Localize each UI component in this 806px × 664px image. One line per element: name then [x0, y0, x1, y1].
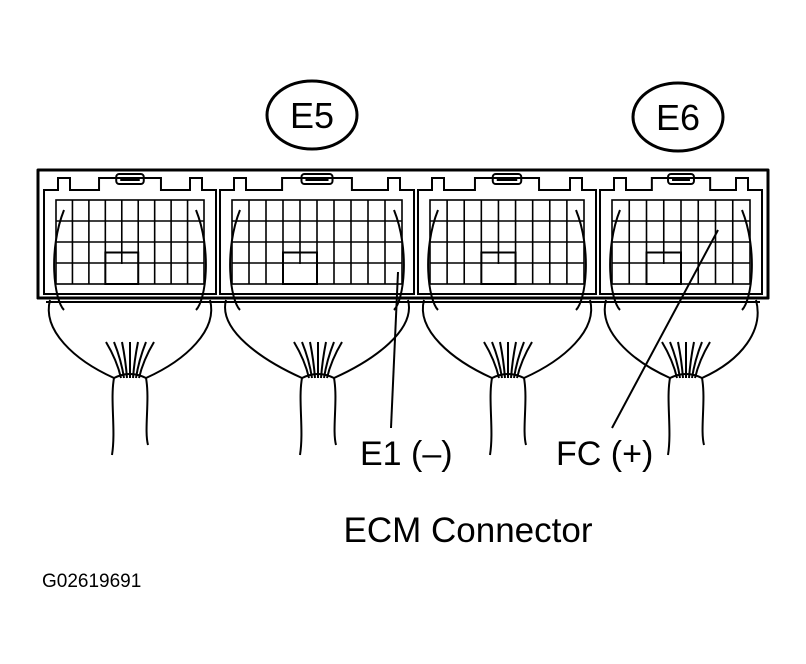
figure-code: G02619691 — [42, 571, 141, 592]
harness-side — [603, 299, 671, 379]
harness-edge — [609, 209, 621, 311]
harness-side — [47, 299, 115, 379]
wire-strand — [483, 341, 500, 379]
terminal-label-e1: E1 (–) — [360, 435, 453, 473]
harness-collar — [669, 373, 703, 379]
wire-strand — [138, 341, 155, 379]
pin-key-gap — [646, 264, 681, 283]
harness-edge — [229, 209, 241, 311]
connector-latch — [300, 173, 334, 185]
connector-label-e6: E6 — [631, 81, 725, 153]
connector-label-e6-text: E6 — [656, 97, 700, 138]
connector-housing — [36, 168, 770, 303]
harness-collar — [301, 373, 335, 379]
wire-strand — [105, 341, 122, 379]
connector-latch — [115, 173, 145, 185]
connector-block-body — [417, 177, 597, 295]
pin-key — [645, 251, 682, 285]
pin-key — [104, 251, 140, 285]
leader-lines — [390, 229, 719, 429]
harness-edge — [575, 209, 587, 311]
harness-tube — [333, 377, 337, 446]
harness-collar — [113, 373, 147, 379]
connector-latch — [491, 173, 523, 185]
harness-tube — [523, 377, 527, 446]
terminal-label-fc: FC (+) — [556, 435, 653, 473]
harness-side — [224, 299, 303, 379]
connector-block-4 — [599, 173, 763, 295]
diagram-title: ECM Connector — [344, 511, 593, 550]
harness-side — [701, 299, 759, 379]
connector-block-body — [219, 177, 415, 295]
wire-strand — [661, 341, 678, 379]
harness-tube — [701, 377, 705, 446]
pin-key-gap — [105, 264, 139, 283]
pin-key — [480, 251, 517, 285]
leader-line-e1 — [390, 271, 399, 429]
wire-harness-4 — [603, 209, 759, 456]
harness-edge — [195, 209, 207, 311]
wire-harness-1 — [47, 209, 213, 456]
harness-tube — [299, 377, 303, 456]
connector-block-body — [599, 177, 763, 295]
connector-block-3 — [417, 173, 597, 295]
wire-strand — [293, 341, 310, 379]
harness-side — [145, 299, 213, 379]
connector-block-body — [43, 177, 217, 295]
connector-block-2 — [219, 173, 415, 295]
wire-strand — [694, 341, 711, 379]
connector-latch — [667, 173, 695, 185]
harness-edge — [427, 209, 439, 311]
wire-harness-3 — [421, 209, 593, 456]
harness-side — [333, 299, 410, 379]
harness-side — [523, 299, 593, 379]
pin-key-gap — [481, 264, 516, 283]
harness-side — [421, 299, 493, 379]
pin-key-gap — [283, 264, 317, 283]
connector-label-e5: E5 — [265, 79, 359, 151]
harness-edge — [741, 209, 753, 311]
wire-harness-2 — [224, 209, 410, 456]
harness-tube — [667, 377, 671, 456]
harness-collar — [491, 373, 525, 379]
pin-key — [282, 251, 318, 285]
wire-strand — [516, 341, 533, 379]
leader-line-fc — [611, 229, 719, 429]
harness-tube — [111, 377, 115, 456]
connector-block-1 — [43, 173, 217, 295]
harness-tube — [489, 377, 493, 456]
harness-edge — [53, 209, 65, 311]
connector-label-e5-text: E5 — [290, 95, 334, 136]
harness-tube — [145, 377, 149, 446]
wire-strand — [326, 341, 343, 379]
